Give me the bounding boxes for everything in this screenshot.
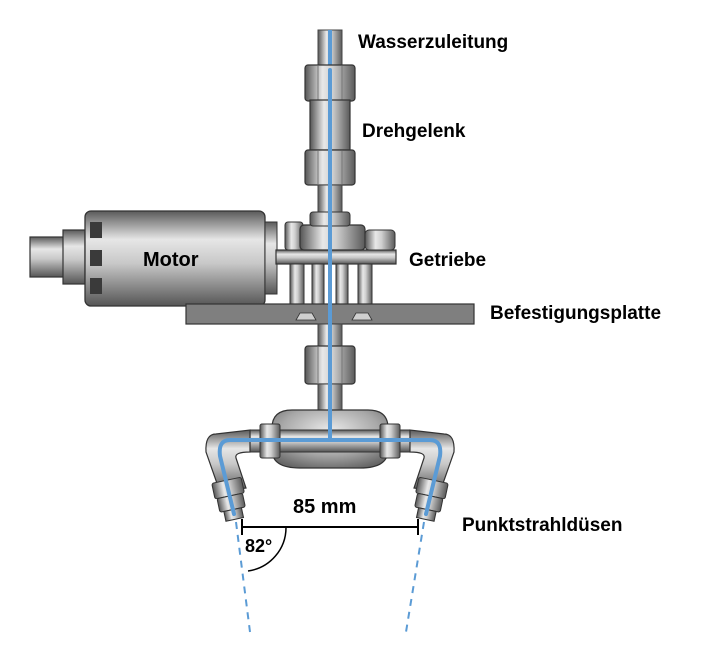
label-mounting-plate: Befestigungsplatte: [490, 303, 661, 324]
spray-lines: [235, 521, 425, 633]
gearbox: [275, 211, 397, 307]
water-inlet-pipe: [317, 29, 343, 71]
distance-dimension: [241, 519, 419, 535]
label-angle: 82°: [245, 536, 272, 556]
label-nozzles: Punktstrahldüsen: [462, 515, 622, 536]
water-flow-path: [217, 68, 443, 516]
angle-arc: [247, 526, 287, 572]
label-distance: 85 mm: [293, 496, 356, 518]
label-motor: Motor: [143, 249, 199, 271]
label-gearbox: Getriebe: [409, 250, 486, 271]
motor: [29, 210, 278, 307]
label-water-inlet: Wasserzuleitung: [358, 32, 508, 53]
label-swivel-joint: Drehgelenk: [362, 121, 466, 142]
